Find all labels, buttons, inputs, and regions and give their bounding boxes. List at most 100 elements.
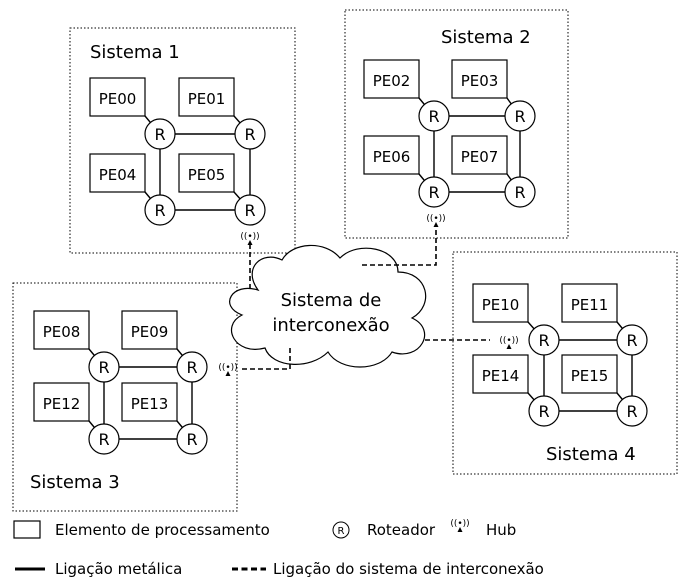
hub-icon: ((•)) bbox=[499, 336, 519, 349]
router-node: R bbox=[418, 176, 450, 208]
legend-router-icon: R bbox=[332, 521, 350, 539]
interconnect-cloud: Sistema de interconexão bbox=[229, 244, 427, 368]
system-2: PE02 PE03 PE06 PE07 R R R R ((•)) bbox=[363, 59, 536, 227]
svg-text:R: R bbox=[428, 107, 439, 126]
hub-icon: ((•)) bbox=[426, 214, 446, 227]
svg-text:PE06: PE06 bbox=[373, 148, 411, 166]
pe-box: PE02 bbox=[363, 59, 420, 99]
legend-pe-swatch bbox=[13, 520, 41, 539]
router-node: R bbox=[616, 395, 648, 427]
svg-text:R: R bbox=[186, 358, 197, 377]
router-node: R bbox=[418, 100, 450, 132]
svg-text:PE08: PE08 bbox=[43, 323, 81, 341]
system-4: PE10 PE11 PE14 PE15 R R R R ((•)) bbox=[472, 283, 648, 427]
system-3-boundary bbox=[12, 282, 238, 512]
link-system-3 bbox=[242, 345, 291, 370]
svg-text:PE15: PE15 bbox=[571, 367, 609, 385]
router-node: R bbox=[504, 176, 536, 208]
svg-text:PE03: PE03 bbox=[461, 72, 499, 90]
svg-text:PE02: PE02 bbox=[373, 72, 411, 90]
router-node: R bbox=[234, 194, 266, 226]
hub-icon: ((•)) bbox=[218, 363, 238, 376]
legend-interconnect-label: Ligação do sistema de interconexão bbox=[273, 560, 544, 578]
svg-text:R: R bbox=[186, 430, 197, 449]
svg-text:PE12: PE12 bbox=[43, 395, 81, 413]
system-4-label: Sistema 4 bbox=[546, 444, 636, 465]
svg-text:R: R bbox=[154, 201, 165, 220]
pe-box: PE09 bbox=[121, 310, 178, 350]
svg-text:R: R bbox=[514, 183, 525, 202]
svg-text:PE13: PE13 bbox=[131, 395, 169, 413]
pe-box: PE12 bbox=[33, 382, 90, 422]
svg-text:PE01: PE01 bbox=[188, 90, 226, 108]
system-2-label: Sistema 2 bbox=[441, 27, 531, 48]
svg-text:R: R bbox=[244, 201, 255, 220]
svg-text:PE11: PE11 bbox=[571, 296, 609, 314]
svg-text:((•)): ((•)) bbox=[240, 232, 259, 242]
cloud-label-line1: Sistema de bbox=[281, 290, 382, 311]
svg-text:PE10: PE10 bbox=[482, 296, 520, 314]
system-3-label: Sistema 3 bbox=[30, 472, 120, 493]
system-1-label: Sistema 1 bbox=[90, 42, 180, 63]
legend-hub-icon: ((•)) bbox=[450, 519, 470, 532]
system-4-boundary bbox=[452, 251, 678, 475]
svg-text:((•)): ((•)) bbox=[450, 519, 469, 529]
svg-text:((•)): ((•)) bbox=[499, 336, 518, 346]
pe-box: PE05 bbox=[178, 153, 235, 193]
system-3: PE08 PE09 PE12 PE13 R R R R ((•)) bbox=[33, 310, 238, 455]
cloud-label-line2: interconexão bbox=[272, 315, 389, 336]
pe-box: PE11 bbox=[561, 283, 618, 323]
interconnect-links bbox=[242, 230, 490, 370]
svg-text:PE14: PE14 bbox=[482, 367, 520, 385]
svg-text:PE04: PE04 bbox=[99, 166, 137, 184]
svg-text:PE09: PE09 bbox=[131, 323, 169, 341]
svg-text:R: R bbox=[428, 183, 439, 202]
svg-text:PE05: PE05 bbox=[188, 166, 226, 184]
router-node: R bbox=[528, 395, 560, 427]
svg-text:R: R bbox=[626, 331, 637, 350]
router-node: R bbox=[144, 194, 176, 226]
system-1-boundary bbox=[69, 27, 296, 254]
legend-metal-label: Ligação metálica bbox=[55, 560, 182, 578]
legend-pe-label: Elemento de processamento bbox=[55, 521, 270, 539]
svg-text:R: R bbox=[338, 526, 345, 537]
router-node: R bbox=[528, 324, 560, 356]
pe-box: PE13 bbox=[121, 382, 178, 422]
link-system-2 bbox=[362, 230, 437, 266]
router-node: R bbox=[616, 324, 648, 356]
svg-text:R: R bbox=[514, 107, 525, 126]
router-node: R bbox=[88, 423, 120, 455]
svg-text:PE07: PE07 bbox=[461, 148, 499, 166]
pe-box: PE08 bbox=[33, 310, 90, 350]
svg-text:R: R bbox=[538, 331, 549, 350]
svg-text:R: R bbox=[98, 358, 109, 377]
svg-text:((•)): ((•)) bbox=[218, 363, 237, 373]
router-node: R bbox=[234, 118, 266, 150]
pe-box: PE06 bbox=[363, 135, 420, 175]
pe-box: PE03 bbox=[451, 59, 508, 99]
legend: Elemento de processamento R Roteador ((•… bbox=[13, 519, 544, 578]
svg-text:PE00: PE00 bbox=[99, 90, 137, 108]
router-node: R bbox=[144, 118, 176, 150]
router-node: R bbox=[88, 351, 120, 383]
router-node: R bbox=[176, 423, 208, 455]
svg-text:((•)): ((•)) bbox=[426, 214, 445, 224]
router-node: R bbox=[504, 100, 536, 132]
router-node: R bbox=[176, 351, 208, 383]
pe-box: PE01 bbox=[178, 77, 235, 117]
system-2-boundary bbox=[344, 9, 569, 239]
pe-box: PE07 bbox=[451, 135, 508, 175]
system-1: PE00 PE01 PE04 PE05 R R R R ((•)) bbox=[89, 77, 266, 245]
svg-text:R: R bbox=[244, 125, 255, 144]
legend-hub-label: Hub bbox=[486, 521, 516, 539]
svg-text:R: R bbox=[154, 125, 165, 144]
pe-box: PE15 bbox=[561, 354, 618, 394]
pe-box: PE04 bbox=[89, 153, 146, 193]
hub-icon: ((•)) bbox=[240, 232, 260, 245]
svg-text:R: R bbox=[626, 402, 637, 421]
legend-router-label: Roteador bbox=[367, 521, 436, 539]
pe-box: PE00 bbox=[89, 77, 146, 117]
svg-text:R: R bbox=[538, 402, 549, 421]
pe-box: PE14 bbox=[472, 354, 529, 394]
svg-text:R: R bbox=[98, 430, 109, 449]
